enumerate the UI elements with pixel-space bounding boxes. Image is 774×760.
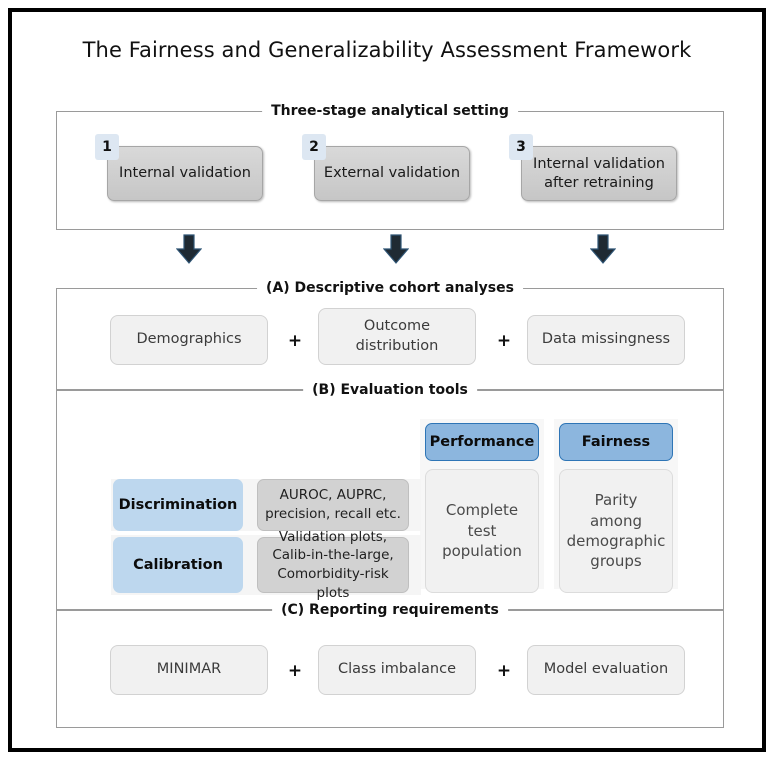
three-stage-panel: Three-stage analytical setting 1 Interna… [56, 103, 724, 230]
section-a-item-0-label: Demographics [136, 331, 242, 348]
figure-frame: The Fairness and Generalizability Assess… [8, 8, 766, 752]
section-b-metric-calibration[interactable]: Calibration [113, 537, 243, 593]
section-b-metric-0-name: Discrimination [118, 497, 238, 513]
section-b-body-parity-among-demographic-groups[interactable]: Parity among demographic groups [559, 469, 673, 593]
stage-badge-2: 2 [302, 134, 326, 160]
section-a-item-outcome-distribution[interactable]: Outcome distribution [318, 308, 476, 365]
section-b-header-1-label: Fairness [581, 434, 651, 450]
section-a-item-data-missingness[interactable]: Data missingness [527, 315, 685, 365]
stage-box-external-validation[interactable]: External validation [314, 146, 470, 201]
section-a-item-1-label: Outcome distribution [355, 318, 439, 354]
section-b-header-fairness[interactable]: Fairness [559, 423, 673, 461]
section-b-panel: (B) Evaluation tools Performance Fairnes… [56, 382, 724, 610]
section-c-legend: (C) Reporting requirements [272, 602, 508, 618]
section-b-body-complete-test-population[interactable]: Complete test population [425, 469, 539, 593]
down-arrow-icon [382, 234, 410, 264]
section-b-detail-calibration[interactable]: Validation plots, Calib-in-the-large, Co… [257, 529, 409, 601]
section-c-item-1-label: Class imbalance [338, 661, 456, 678]
section-c-plus-0: + [287, 661, 303, 681]
stage-box-internal-validation[interactable]: Internal validation [107, 146, 263, 201]
section-b-legend: (B) Evaluation tools [303, 382, 477, 398]
figure-title: The Fairness and Generalizability Assess… [82, 38, 692, 62]
section-c-item-2-label: Model evaluation [543, 661, 669, 678]
section-a-item-demographics[interactable]: Demographics [110, 315, 268, 365]
section-b-metric-1-name: Calibration [133, 557, 223, 573]
three-stage-legend: Three-stage analytical setting [262, 103, 518, 119]
section-b-metric-1-detail: Validation plots, Calib-in-the-large, Co… [272, 528, 394, 601]
section-b-header-0-label: Performance [429, 434, 535, 450]
stage-badge-1: 1 [95, 134, 119, 160]
stage-badge-3: 3 [509, 134, 533, 160]
section-a-legend: (A) Descriptive cohort analyses [257, 280, 523, 296]
down-arrow-icon [175, 234, 203, 264]
section-b-metric-discrimination[interactable]: Discrimination [113, 479, 243, 531]
section-a-item-2-label: Data missingness [541, 331, 671, 348]
section-c-item-model-evaluation[interactable]: Model evaluation [527, 645, 685, 695]
stage-box-2-label: External validation [323, 165, 461, 182]
stage-box-3-label: Internal validation after retraining [533, 155, 665, 191]
section-b-body-1-label: Parity among demographic groups [566, 491, 666, 571]
section-c-item-class-imbalance[interactable]: Class imbalance [318, 645, 476, 695]
section-a-plus-0: + [287, 331, 303, 351]
section-b-metric-0-detail: AUROC, AUPRC, precision, recall etc. [265, 487, 401, 522]
section-c-item-minimar[interactable]: MINIMAR [110, 645, 268, 695]
section-c-item-0-label: MINIMAR [156, 661, 222, 678]
stage-box-1-label: Internal validation [119, 165, 251, 182]
section-c-plus-1: + [496, 661, 512, 681]
section-a-panel: (A) Descriptive cohort analyses Demograp… [56, 280, 724, 390]
section-a-plus-1: + [496, 331, 512, 351]
section-b-detail-discrimination[interactable]: AUROC, AUPRC, precision, recall etc. [257, 479, 409, 531]
section-c-panel: (C) Reporting requirements MINIMAR + Cla… [56, 602, 724, 728]
section-b-header-performance[interactable]: Performance [425, 423, 539, 461]
stage-box-internal-validation-after-retraining[interactable]: Internal validation after retraining [521, 146, 677, 201]
section-b-body-0-label: Complete test population [442, 501, 522, 561]
down-arrow-icon [589, 234, 617, 264]
